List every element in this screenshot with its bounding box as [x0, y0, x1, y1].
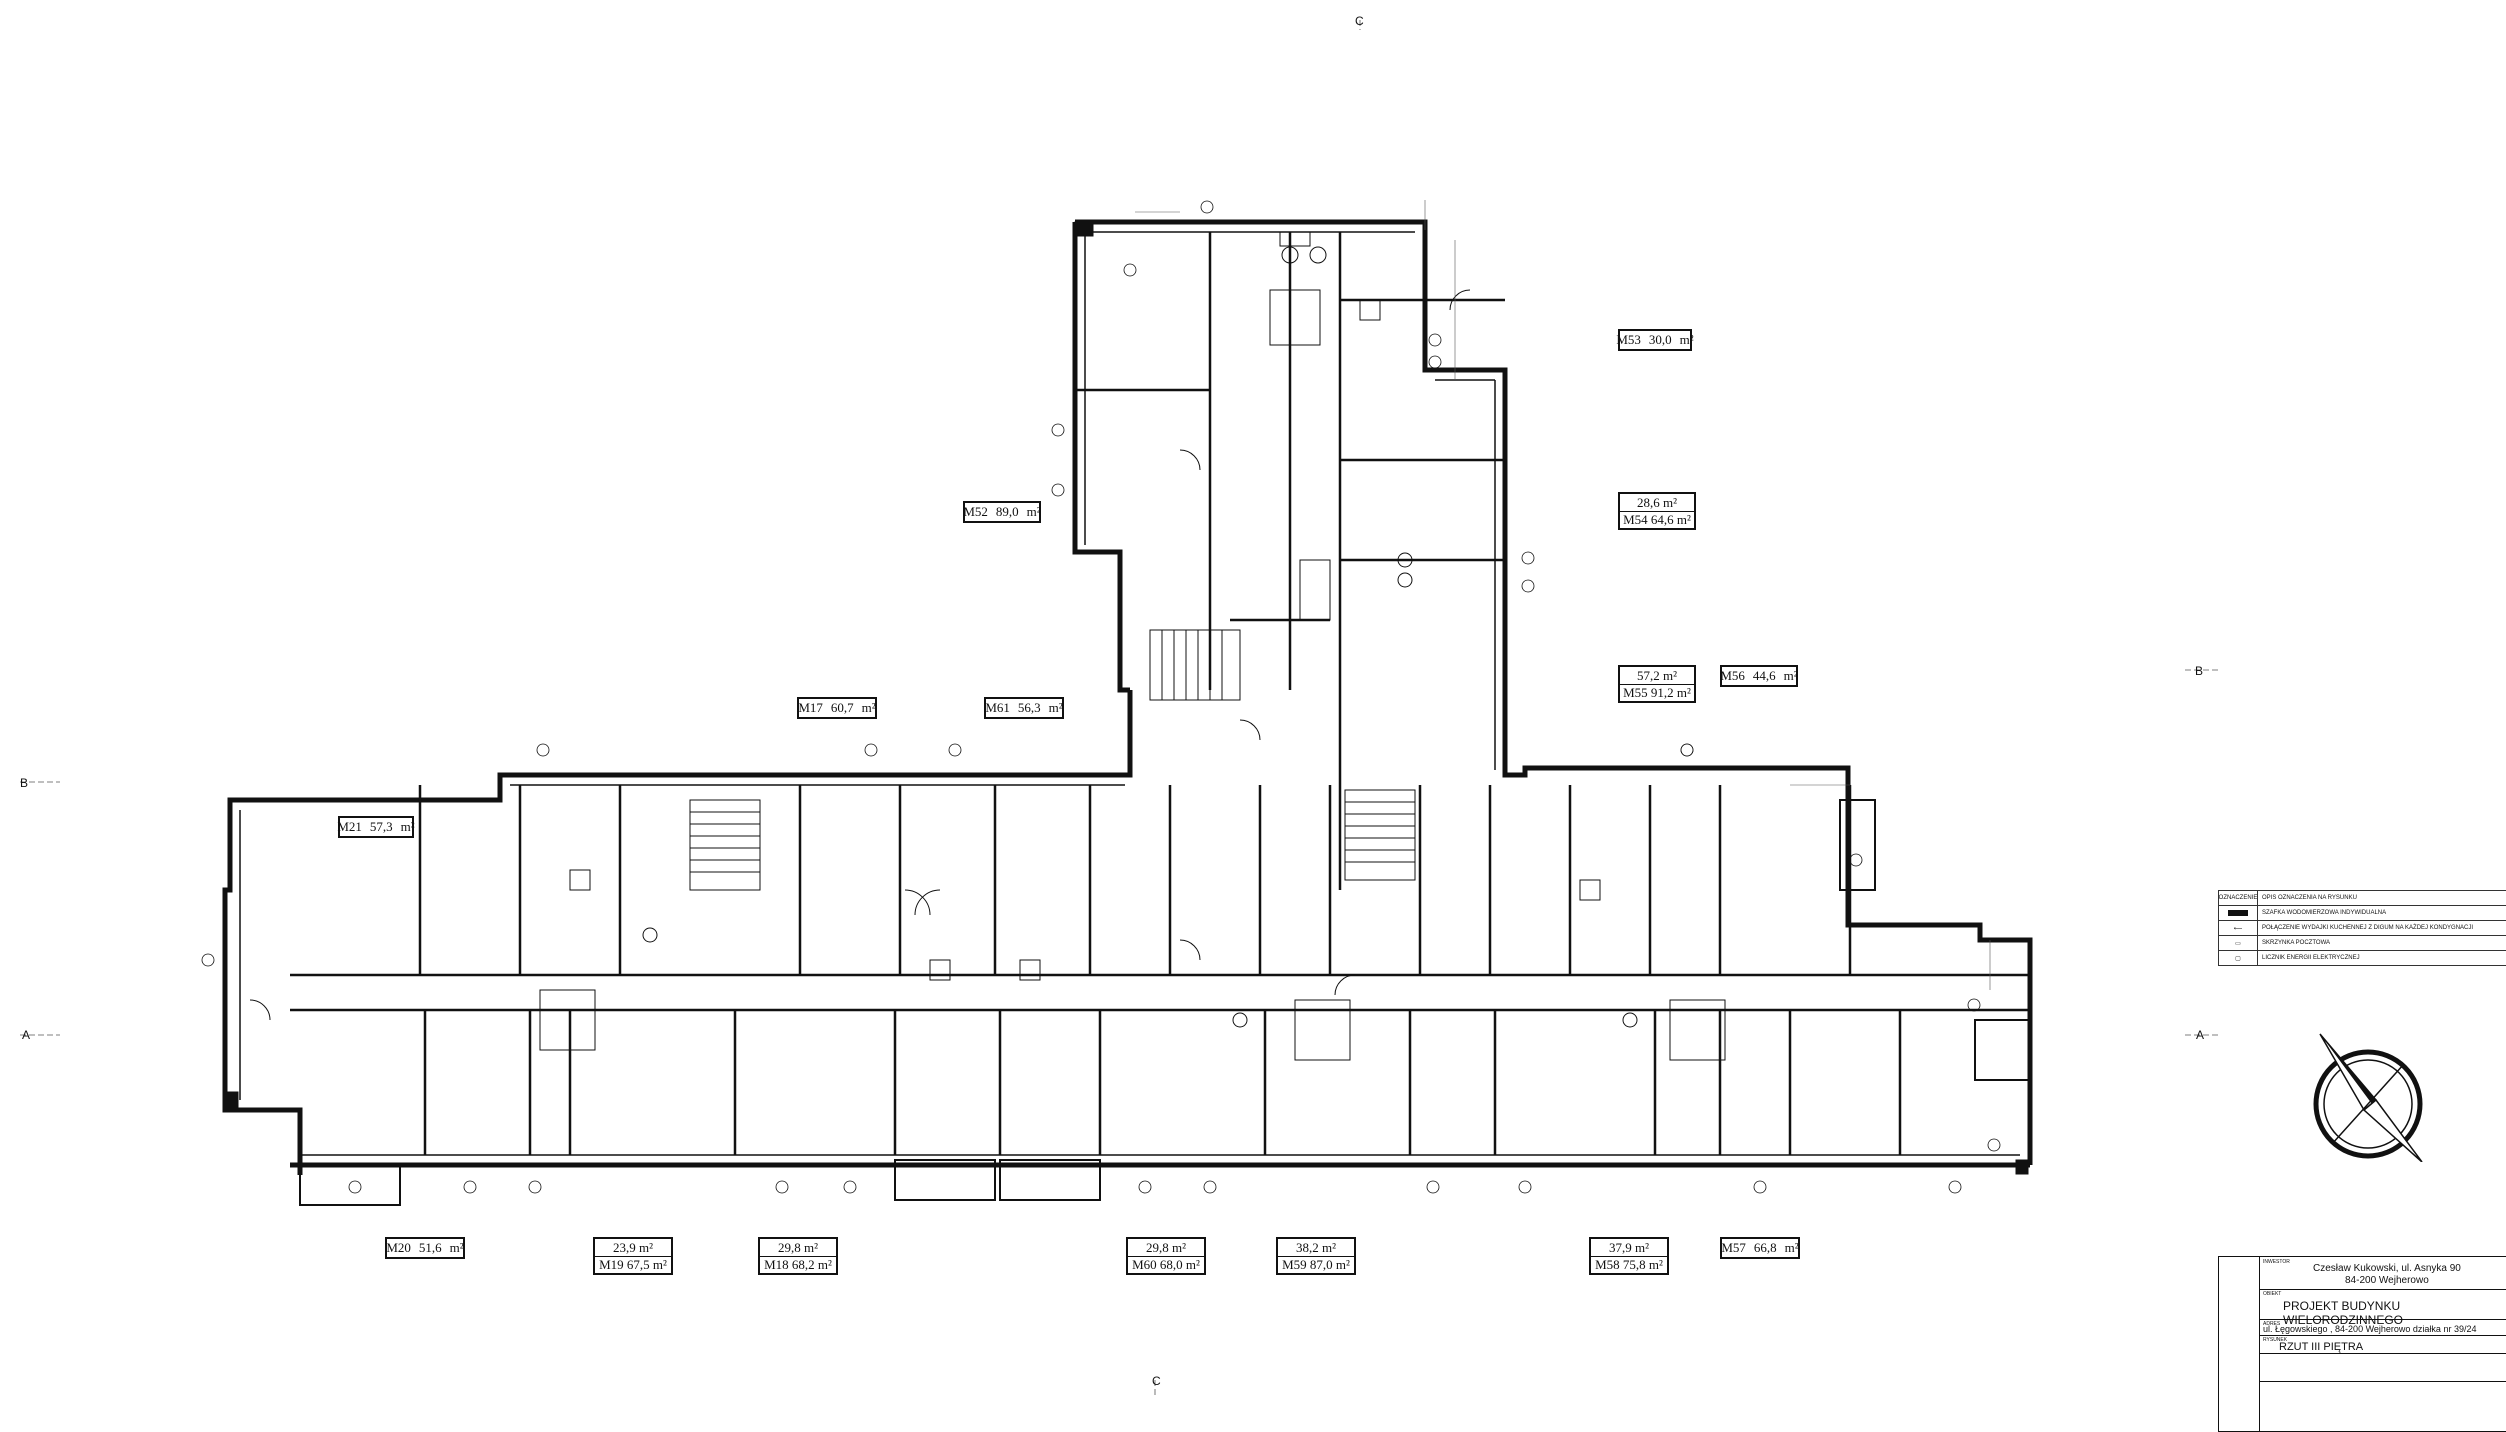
- drawing-caption: RYSUNEK: [2263, 1337, 2288, 1343]
- upper-wing-outline: [1072, 219, 2033, 1165]
- address-caption: ADRES: [2263, 1321, 2281, 1327]
- section-marker-left-lower: A: [22, 1028, 31, 1042]
- balconies: [299, 799, 2031, 1206]
- section-marker-left-upper: B: [20, 776, 29, 790]
- railings: [1135, 200, 1991, 990]
- object-name: PROJEKT BUDYNKU WIELORODZINNEGO: [2283, 1299, 2404, 1327]
- unit-area-M59: 38,2 m² M59 87,0 m²: [1276, 1237, 1356, 1275]
- title-block: INWESTOR Czesław Kukowski, ul. Asnyka 90…: [2218, 1256, 2506, 1432]
- address: ul. Łęgowskiego , 84-200 Wejherowo dział…: [2263, 1324, 2477, 1334]
- unit-area-M18: 29,8 m² M18 68,2 m²: [758, 1237, 838, 1275]
- unit-area-M54: 28,6 m² M54 64,6 m²: [1618, 492, 1696, 530]
- legend-row: ▢ LICZNIK ENERGII ELEKTRYCZNEJ: [2219, 950, 2506, 965]
- lower-wing-outline: [222, 690, 1133, 1175]
- investor-line2: 84-200 Wejherowo: [2345, 1275, 2429, 1286]
- drawing-title: RZUT III PIĘTRA: [2279, 1341, 2364, 1353]
- unit-area-M55: 57,2 m² M55 91,2 m²: [1618, 665, 1696, 703]
- legend-row: SZAFKA WODOMIERZOWA INDYWIDUALNA: [2219, 905, 2506, 920]
- mailbox-icon: ▭: [2219, 936, 2258, 950]
- legend-row: ▭ SKRZYNKA POCZTOWA: [2219, 935, 2506, 950]
- interior-walls: [290, 232, 2030, 1155]
- unit-area-M60: 29,8 m² M60 68,0 m²: [1126, 1237, 1206, 1275]
- legend-table: OZNACZENIE OPIS OZNACZENIA NA RYSUNKU SZ…: [2218, 890, 2506, 966]
- grid-tags: [201, 200, 2001, 1194]
- fixtures: [569, 231, 1638, 1028]
- legend-row: ⟵ POŁĄCZENIE WYDAJKI KUCHENNEJ Z DIGUM N…: [2219, 920, 2506, 935]
- section-marker-top: C: [1355, 14, 1364, 28]
- unit-area-M19: 23,9 m² M19 67,5 m²: [593, 1237, 673, 1275]
- legend-header: OZNACZENIE OPIS OZNACZENIA NA RYSUNKU: [2219, 891, 2506, 905]
- unit-area-M58: 37,9 m² M58 75,8 m²: [1589, 1237, 1669, 1275]
- meter-icon: ▢: [2219, 951, 2258, 965]
- north-arrow-icon: [2313, 1033, 2423, 1162]
- object-caption: OBIEKT: [2263, 1291, 2282, 1297]
- section-marker-right-lower: A: [2196, 1028, 2205, 1042]
- section-marker-bottom: C: [1152, 1374, 1161, 1388]
- arrow-icon: ⟵: [2219, 921, 2258, 935]
- investor-caption: INWESTOR: [2263, 1259, 2290, 1265]
- investor-line1: Czesław Kukowski, ul. Asnyka 90: [2313, 1263, 2461, 1274]
- section-marker-right-upper: B: [2195, 664, 2204, 678]
- section-lines: [20, 20, 2220, 1395]
- stairwells: [539, 629, 1726, 1061]
- door-swings: [249, 289, 1471, 1021]
